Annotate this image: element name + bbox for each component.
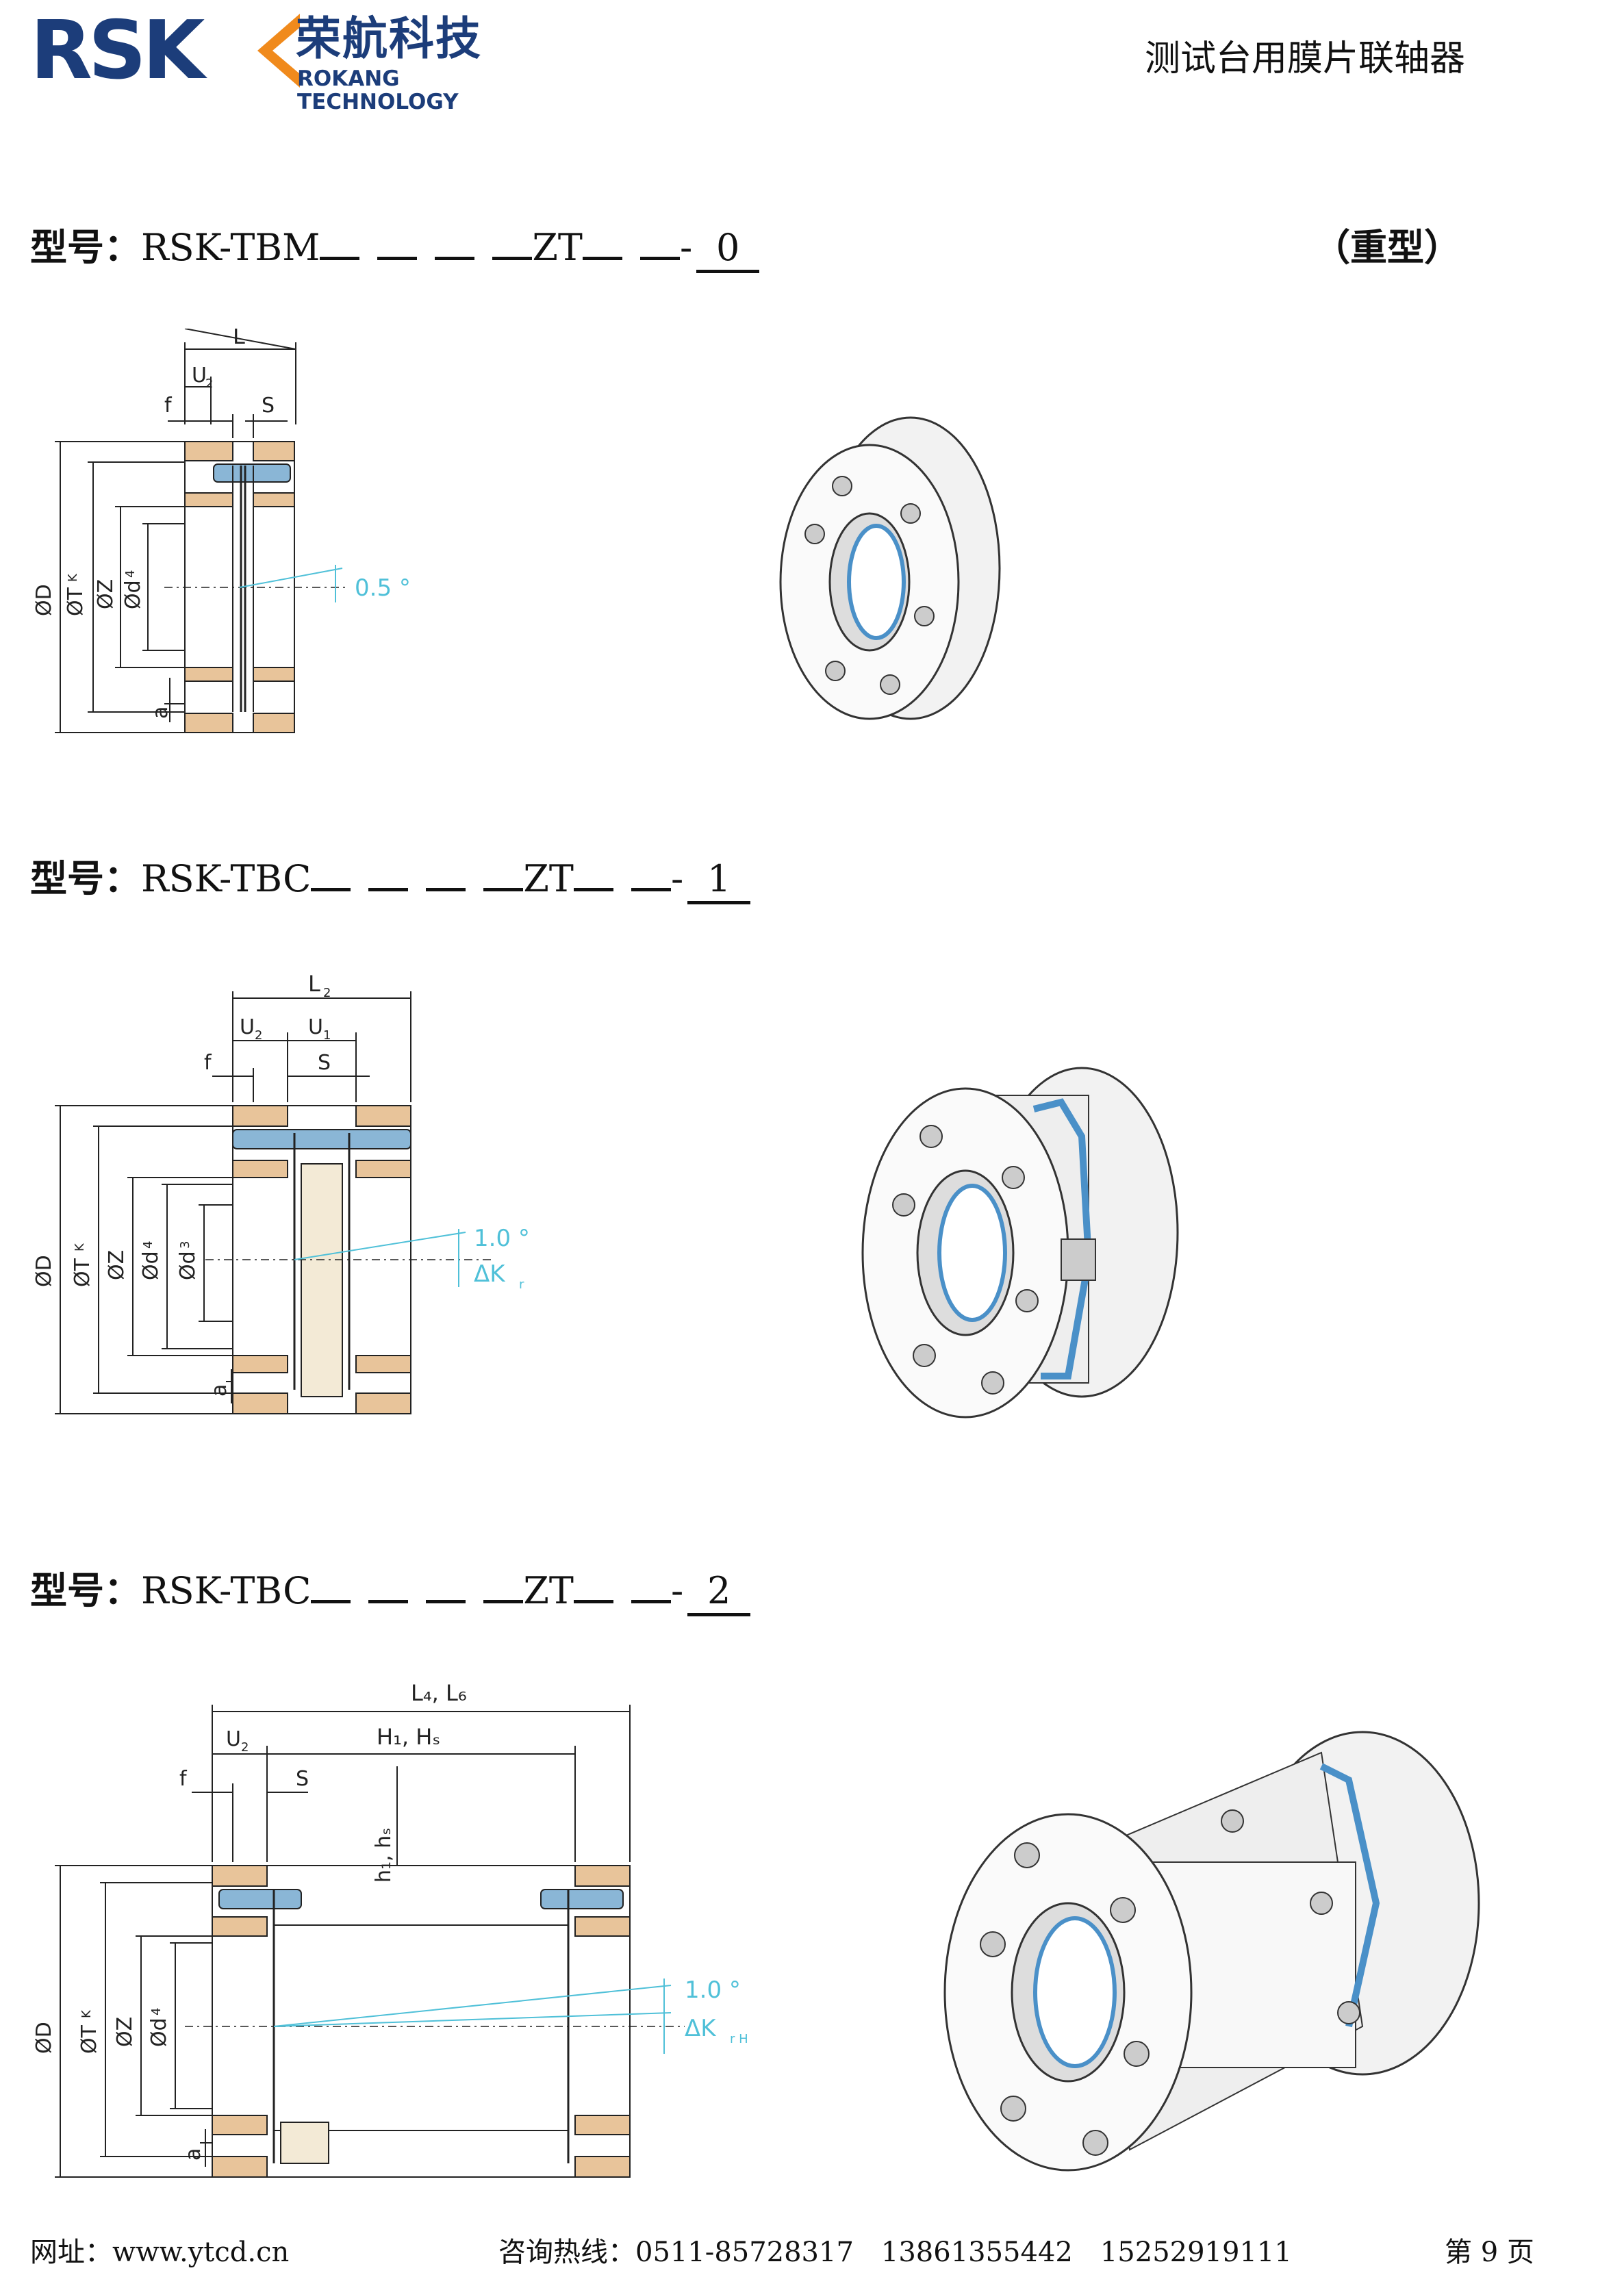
coupling-tbm-illustration — [779, 416, 1001, 720]
dim-U: U — [192, 364, 207, 387]
model-dash: - — [670, 1569, 684, 1612]
logo-letters: RSK — [30, 3, 205, 97]
svg-text:4: 4 — [141, 1241, 155, 1249]
angle-label: 1.0 ° — [474, 1225, 530, 1252]
dim-D: ØD — [32, 2022, 56, 2054]
dim-H1-Hs: H₁, Hₛ — [377, 1724, 440, 1750]
website-label: 网址： — [30, 2237, 112, 2268]
dim-S: S — [262, 394, 275, 418]
model-prefix: RSK-TBC — [141, 857, 312, 900]
dim-S: S — [318, 1051, 331, 1075]
dim-U2: U — [240, 1015, 255, 1039]
drawing-tbc2-section: L₄, L₆ U 2 H₁, Hₛ f S h₁, hₛ ØD ØT K ØZ … — [32, 1680, 748, 2178]
svg-text:3: 3 — [178, 1241, 192, 1249]
delta-k-label: ΔK — [474, 1260, 506, 1288]
model-label: 型号： — [30, 226, 141, 269]
model-prefix: RSK-TBC — [141, 1569, 312, 1612]
dim-f: f — [164, 394, 173, 418]
model-label: 型号： — [30, 857, 141, 900]
delta-k-label: ΔK — [685, 2015, 717, 2042]
dim-T: ØT — [77, 2024, 101, 2054]
model-mid: ZT — [523, 857, 574, 900]
dim-a: a — [149, 707, 173, 719]
model-suffix: 0 — [696, 226, 760, 273]
dim-T: ØT — [71, 1258, 94, 1287]
coupling-tbc1-illustration — [861, 1067, 1179, 1419]
angle-label: 0.5 ° — [355, 574, 411, 602]
model-dash: - — [670, 857, 684, 900]
dim-Z: ØZ — [105, 1250, 129, 1280]
svg-text:4: 4 — [149, 2008, 164, 2015]
page-number: 第 9 页 — [1445, 2237, 1534, 2268]
angle-label: 1.0 ° — [685, 1976, 741, 2004]
drawing-tbm-section: L U 2 f S ØD ØT K ØZ Ød 4 a 0.5 ° — [32, 329, 411, 733]
svg-text:2: 2 — [255, 1028, 262, 1043]
phone-3: 15252919111 — [1100, 2237, 1292, 2268]
svg-text:2: 2 — [241, 1740, 249, 1755]
logo-chinese-name: 荣航科技 — [296, 12, 482, 65]
website-link[interactable]: www.ytcd.cn — [112, 2237, 290, 2268]
dim-L: L — [233, 329, 245, 349]
model-line-1: 型号：RSK-TBC ZT -1 — [30, 857, 751, 904]
dim-d4: Ød — [139, 1251, 163, 1280]
dim-h1-hs: h₁, hₛ — [372, 1828, 396, 1883]
svg-text:K: K — [79, 2009, 94, 2018]
dim-L4-L6: L₄, L₆ — [411, 1680, 467, 1706]
dim-S: S — [296, 1767, 309, 1791]
dim-d: Ød — [147, 2018, 171, 2047]
dim-a: a — [207, 1384, 231, 1397]
dim-d: Ød — [121, 580, 145, 609]
model-mid: ZT — [532, 226, 583, 269]
model-prefix: RSK-TBM — [141, 226, 320, 269]
coupling-tbc2-illustration — [943, 1731, 1480, 2172]
svg-text:4: 4 — [123, 570, 138, 578]
dim-T: ØT — [64, 587, 88, 616]
svg-text:K: K — [73, 1243, 87, 1251]
dim-L2: L — [308, 971, 320, 997]
dim-a: a — [181, 2148, 205, 2161]
model-line-2: 型号：RSK-TBC ZT -2 — [30, 1569, 751, 1616]
model-dash: - — [679, 226, 693, 269]
svg-text:1: 1 — [323, 1028, 331, 1043]
svg-text:r H: r H — [730, 2032, 748, 2046]
dim-Z: ØZ — [113, 2017, 137, 2047]
footer-hotline: 咨询热线：0511-85728317 13861355442 15252919111 — [498, 2236, 1292, 2269]
drawing-tbc1-section: L 2 U 2 U 1 f S ØD ØT K ØZ Ød 4 Ød 3 a 1… — [32, 971, 530, 1414]
dim-D: ØD — [32, 1255, 56, 1287]
footer-website: 网址：www.ytcd.cn — [30, 2236, 289, 2269]
heavy-type-note: （重型） — [1313, 226, 1461, 269]
svg-text:r: r — [519, 1277, 524, 1292]
dim-Z: ØZ — [94, 579, 118, 609]
dim-U2: U — [226, 1727, 241, 1751]
dim-f: f — [204, 1051, 212, 1075]
logo-english-name: ROKANG TECHNOLOGY — [297, 66, 459, 114]
svg-text:K: K — [66, 573, 80, 582]
model-suffix: 2 — [687, 1569, 751, 1616]
logo-arrow-icon — [257, 14, 300, 88]
model-line-0: 型号：RSK-TBM ZT -0 — [30, 226, 760, 273]
hotline-label: 咨询热线： — [498, 2237, 635, 2268]
document-title: 测试台用膜片联轴器 — [1144, 38, 1465, 79]
dim-f: f — [179, 1767, 188, 1791]
company-logo: RSK 荣航科技 ROKANG TECHNOLOGY — [30, 3, 564, 114]
model-suffix: 1 — [687, 857, 751, 904]
svg-text:2: 2 — [205, 377, 213, 391]
phone-2: 13861355442 — [880, 2237, 1073, 2268]
svg-text:2: 2 — [323, 986, 331, 1000]
phone-1: 0511-85728317 — [635, 2237, 854, 2268]
dim-D: ØD — [32, 584, 56, 616]
dim-U1: U — [308, 1015, 323, 1039]
model-label: 型号： — [30, 1569, 141, 1612]
model-mid: ZT — [523, 1569, 574, 1612]
dim-d3: Ød — [176, 1251, 200, 1280]
